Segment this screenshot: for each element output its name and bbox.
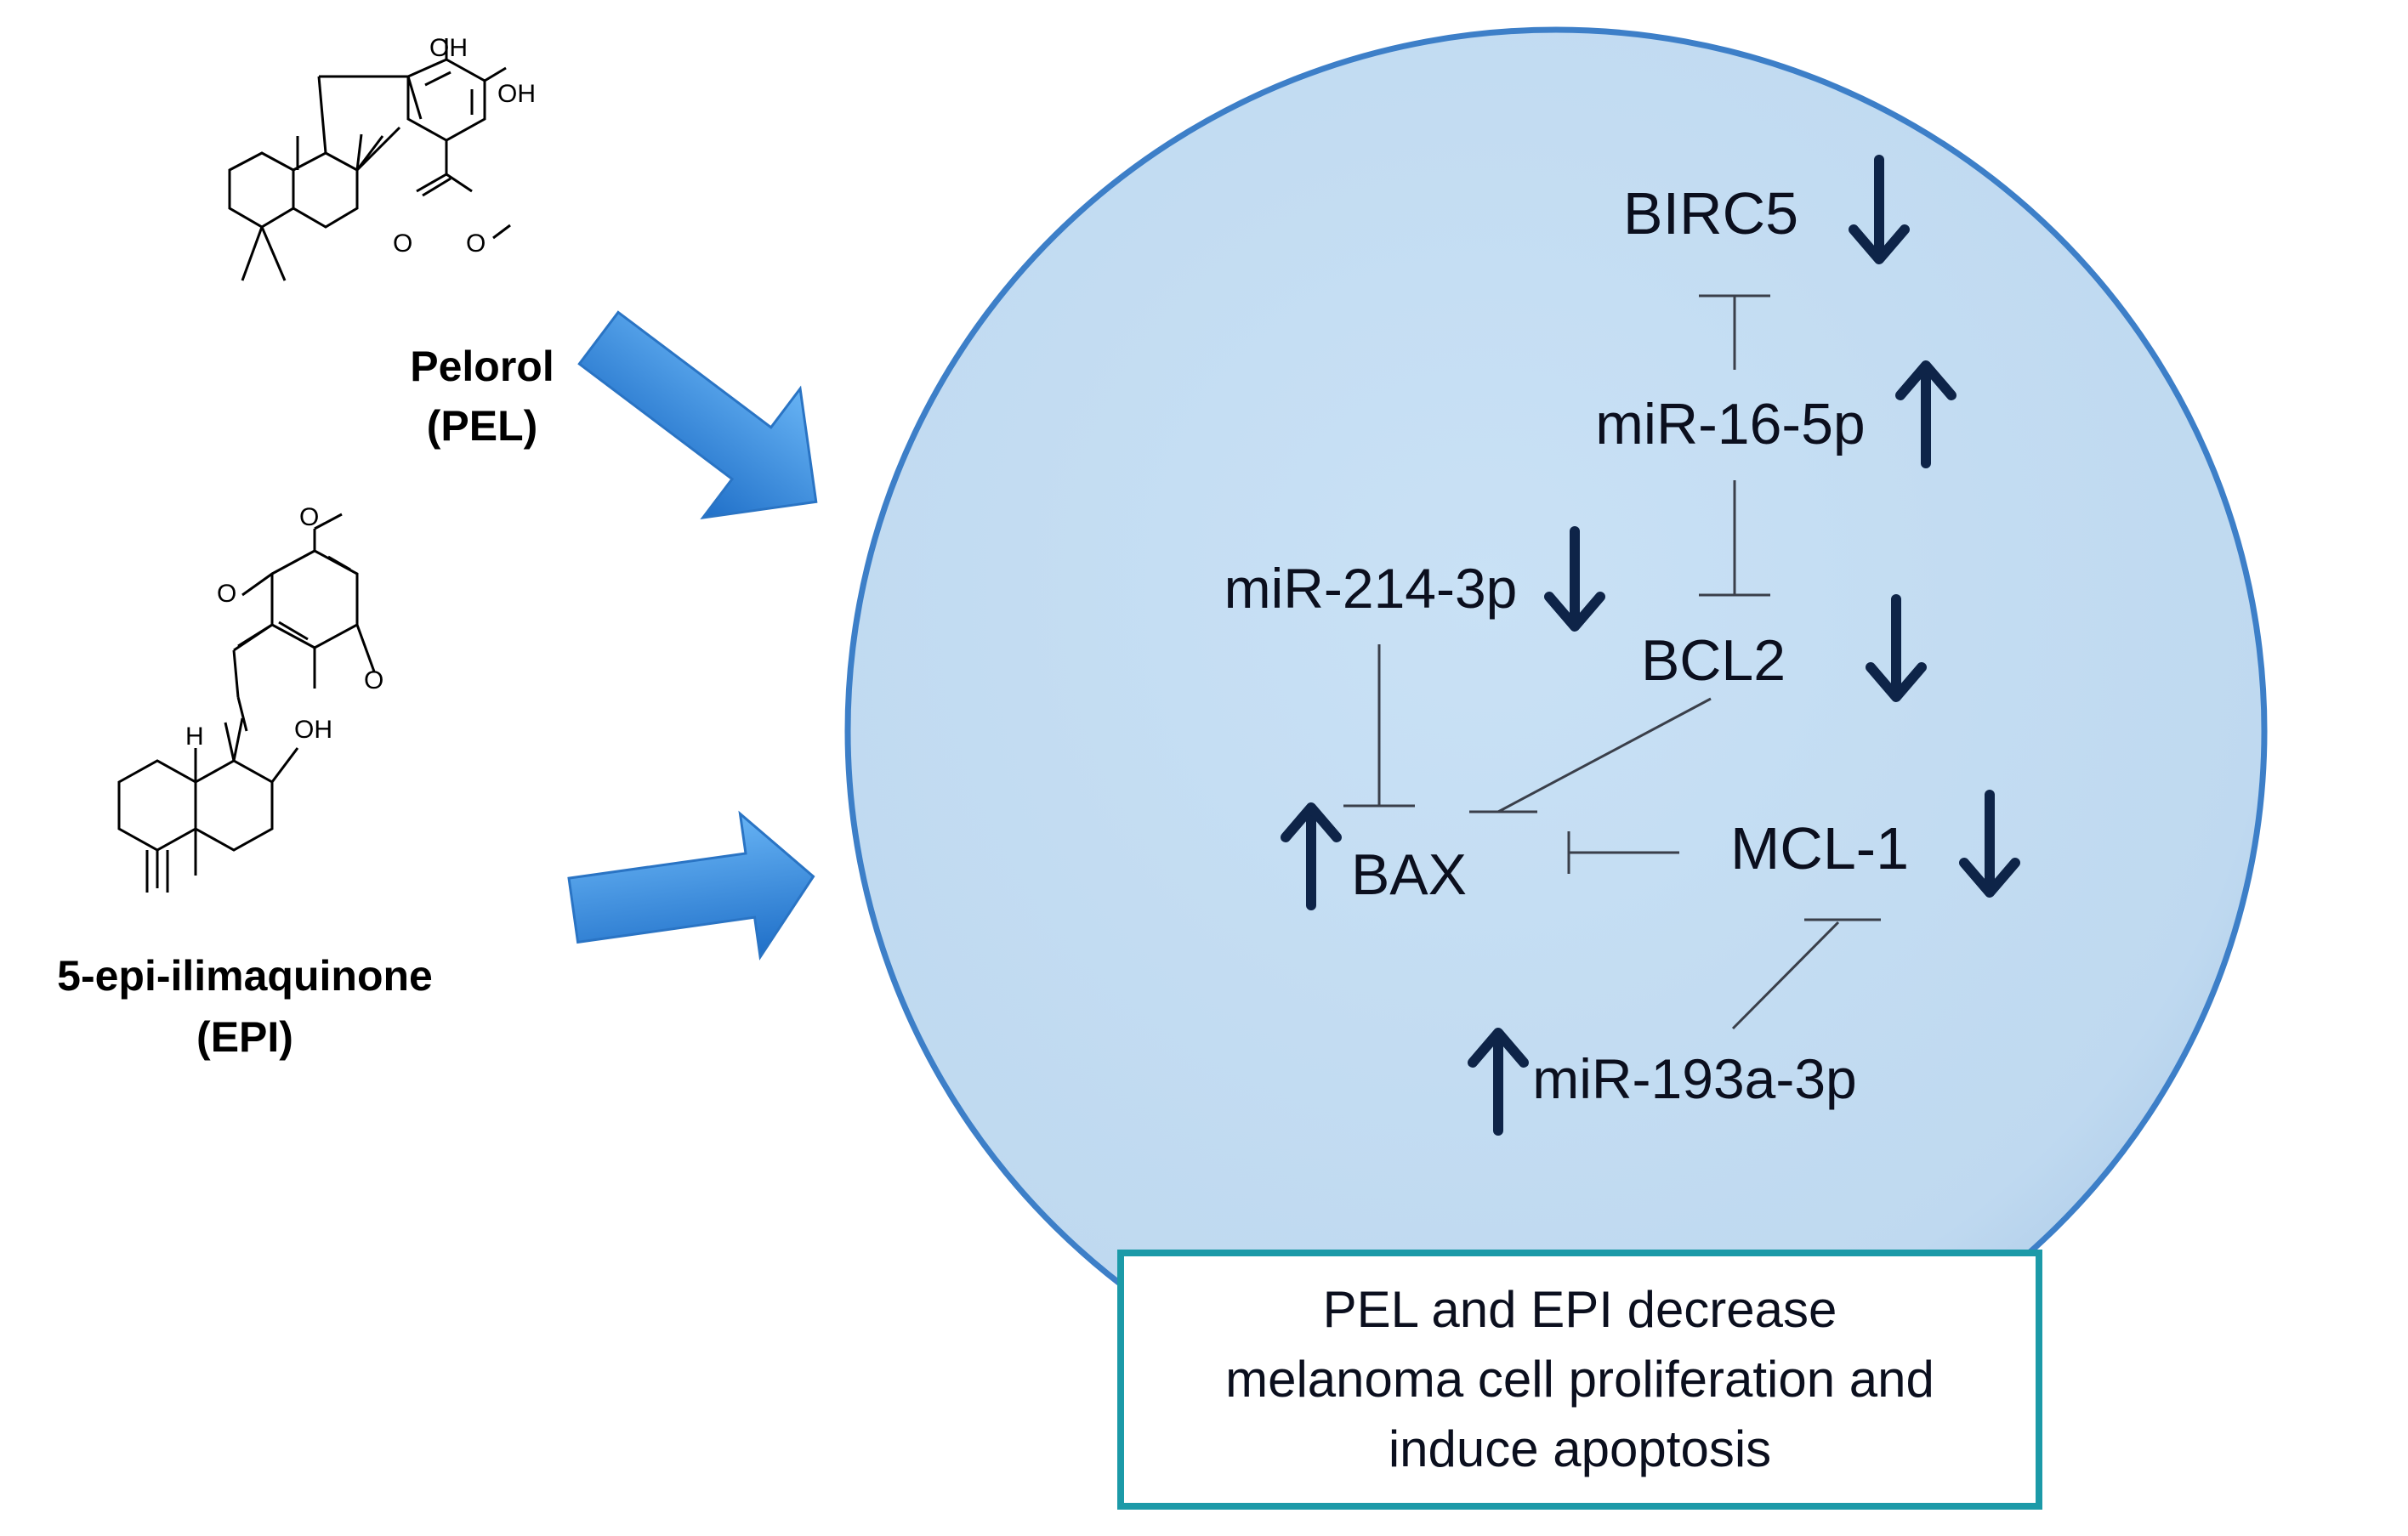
bcl2-label: BCL2 xyxy=(1641,628,1786,693)
epi-o-left-label: O xyxy=(217,580,236,608)
summary-text: PEL and EPI decrease melanoma cell proli… xyxy=(1225,1281,1934,1477)
epi-h-label: H xyxy=(185,723,204,751)
inhibit-mir214-bax xyxy=(1343,644,1415,808)
inhibition-edges xyxy=(1343,294,1881,1030)
mir214-down-arrow xyxy=(1544,526,1605,632)
pel-abbr: (PEL) xyxy=(427,402,538,450)
inhibit-mir16-birc5 xyxy=(1699,294,1770,370)
summary-box: PEL and EPI decrease melanoma cell proli… xyxy=(1117,1250,2042,1510)
epi-arrow xyxy=(567,810,815,961)
mcl1-label: MCL-1 xyxy=(1730,815,1909,881)
inhibit-mir16-bcl2 xyxy=(1699,480,1770,597)
epi-oh-label: OH xyxy=(294,716,332,744)
mir193-label: miR-193a-3p xyxy=(1532,1047,1857,1110)
bcl2-down-arrow xyxy=(1866,594,1927,702)
epi-structure xyxy=(117,513,376,893)
bax-label: BAX xyxy=(1351,842,1467,907)
pel-o-label-1: O xyxy=(393,230,412,258)
pel-arrow xyxy=(577,310,818,520)
pel-name: Pelorol xyxy=(410,343,554,390)
epi-name: 5-epi-ilimaquinone xyxy=(57,952,433,1000)
pelorol-structure xyxy=(228,38,511,281)
mcl1-down-arrow xyxy=(1959,790,2020,898)
epi-o-top-label: O xyxy=(299,503,319,531)
pel-oh-label-1: OH xyxy=(429,34,468,62)
epi-abbr: (EPI) xyxy=(196,1013,293,1061)
epi-o-right-label: O xyxy=(364,666,383,694)
birc5-label: BIRC5 xyxy=(1623,180,1798,247)
inhibit-mir193-mcl1 xyxy=(1731,918,1881,1030)
mir193-up-arrow xyxy=(1468,1028,1529,1136)
mir16-up-arrow xyxy=(1895,360,1956,468)
pel-o-label-2: O xyxy=(466,230,486,258)
inhibit-bcl2-bax xyxy=(1469,697,1712,813)
mir16-label: miR-16-5p xyxy=(1595,392,1865,456)
pel-oh-label-2: OH xyxy=(497,80,536,108)
mir214-label: miR-214-3p xyxy=(1224,557,1518,620)
bax-up-arrow xyxy=(1281,802,1342,910)
birc5-down-arrow xyxy=(1849,155,1910,264)
cell xyxy=(844,26,2268,1436)
regulation-arrows xyxy=(1281,155,2020,1136)
inhibit-mcl1-bax xyxy=(1567,831,1679,874)
